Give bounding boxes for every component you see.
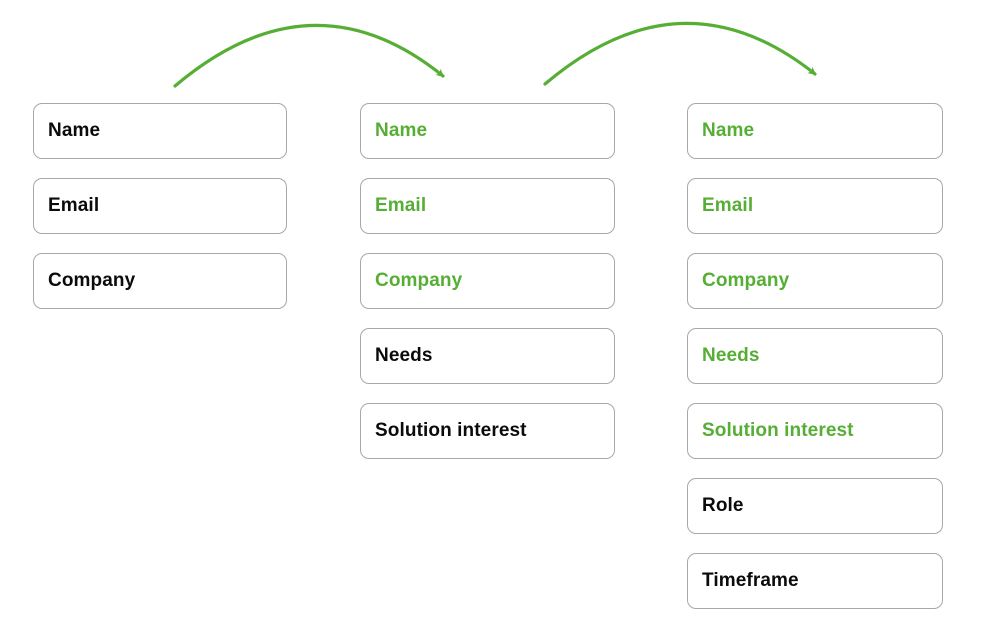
field-label: Company	[375, 270, 463, 291]
field-label: Email	[702, 195, 754, 216]
field-label: Solution interest	[702, 420, 854, 441]
field-solution-interest: Solution interest	[360, 403, 615, 459]
field-needs: Needs	[360, 328, 615, 384]
field-label: Needs	[375, 345, 433, 366]
field-company: Company	[33, 253, 287, 309]
field-timeframe: Timeframe	[687, 553, 943, 609]
field-email: Email	[360, 178, 615, 234]
field-solution-interest: Solution interest	[687, 403, 943, 459]
field-label: Timeframe	[702, 570, 799, 591]
field-label: Company	[702, 270, 790, 291]
field-label: Email	[375, 195, 427, 216]
field-company: Company	[360, 253, 615, 309]
field-label: Company	[48, 270, 136, 291]
field-name: Name	[360, 103, 615, 159]
arrow-stage2-to-stage3	[543, 21, 817, 86]
field-label: Solution interest	[375, 420, 527, 441]
field-label: Email	[48, 195, 100, 216]
field-label: Role	[702, 495, 744, 516]
field-company: Company	[687, 253, 943, 309]
field-label: Name	[375, 120, 428, 141]
field-email: Email	[687, 178, 943, 234]
field-needs: Needs	[687, 328, 943, 384]
field-label: Needs	[702, 345, 760, 366]
field-label: Name	[702, 120, 755, 141]
field-name: Name	[33, 103, 287, 159]
field-email: Email	[33, 178, 287, 234]
field-name: Name	[687, 103, 943, 159]
arrow-stage1-to-stage2	[173, 23, 445, 88]
field-role: Role	[687, 478, 943, 534]
field-label: Name	[48, 120, 101, 141]
